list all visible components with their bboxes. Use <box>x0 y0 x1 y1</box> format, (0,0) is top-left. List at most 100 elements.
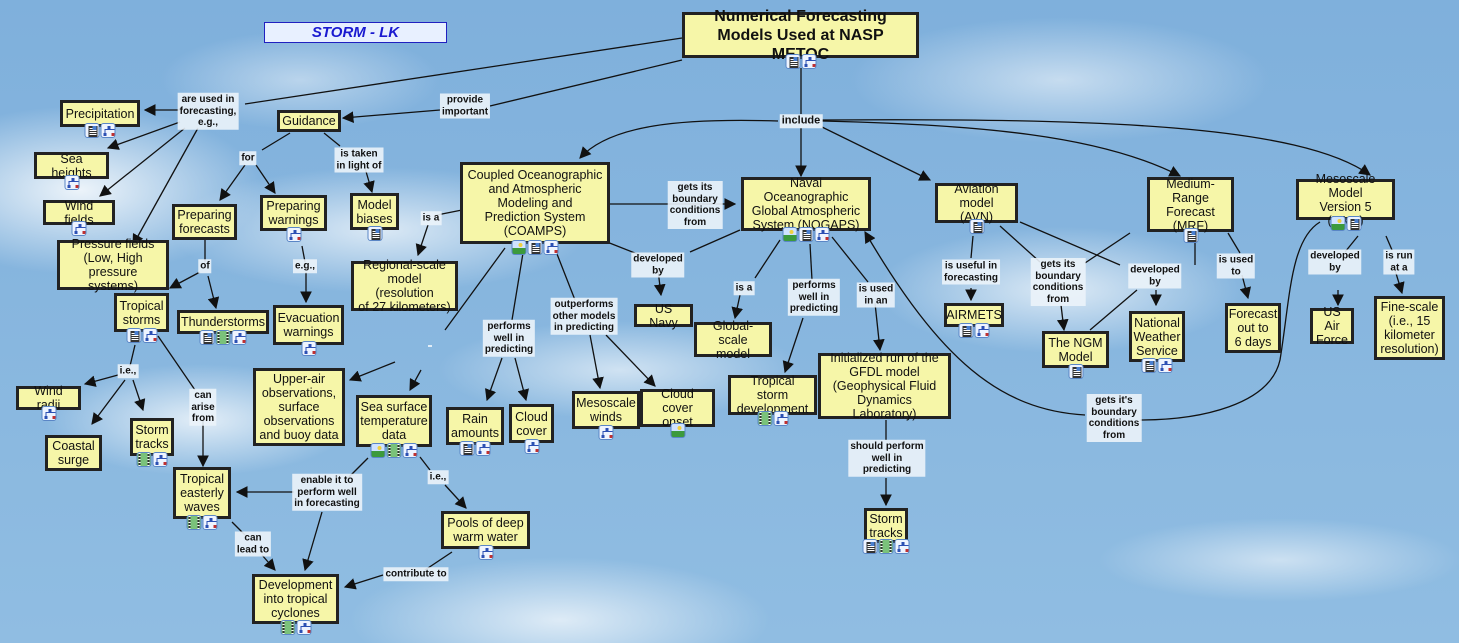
concept-map-icon[interactable] <box>524 439 539 454</box>
concept-map-icon[interactable] <box>598 425 614 440</box>
document-icon[interactable] <box>1068 364 1083 379</box>
concept-map-icon[interactable] <box>231 330 247 345</box>
node-pools-warm-water[interactable]: Pools of deep warm water <box>441 511 530 549</box>
document-icon[interactable] <box>1183 228 1198 243</box>
node-us-air-force[interactable]: US Air Force <box>1310 305 1354 347</box>
node-coastal-surge[interactable]: Coastal surge <box>45 435 102 471</box>
resource-icons-ngm <box>1068 364 1083 379</box>
concept-map-icon[interactable] <box>100 123 116 138</box>
image-icon[interactable] <box>782 227 798 242</box>
image-icon[interactable] <box>1330 216 1345 231</box>
concept-map-icon[interactable] <box>974 323 990 338</box>
resource-icons-tropical-easterly-waves <box>186 515 218 530</box>
document-icon[interactable] <box>1141 358 1157 373</box>
node-ngm[interactable]: The NGM Model <box>1042 331 1109 368</box>
concept-map-icon[interactable] <box>152 452 168 467</box>
video-icon[interactable] <box>136 452 152 467</box>
image-icon[interactable] <box>670 423 685 438</box>
node-cloud-cover-onset[interactable]: Cloud cover onset <box>640 387 715 429</box>
link-label: is taken in light of <box>334 147 384 173</box>
node-sea-heights[interactable]: Sea heights <box>34 152 109 180</box>
video-icon[interactable] <box>280 620 295 635</box>
concept-map-icon[interactable] <box>41 406 56 421</box>
video-icon[interactable] <box>186 515 202 530</box>
node-tropical-storms[interactable]: Tropical storms <box>114 293 169 332</box>
document-icon[interactable] <box>798 227 814 242</box>
node-storm-tracks-left[interactable]: Storm tracks <box>130 418 174 456</box>
document-icon[interactable] <box>84 123 100 138</box>
concept-map-icon[interactable] <box>142 328 157 343</box>
node-development-cyclones[interactable]: Development into tropical cyclones <box>252 574 339 624</box>
node-nws[interactable]: National Weather Service <box>1129 311 1185 362</box>
document-icon[interactable] <box>367 226 382 241</box>
node-guidance[interactable]: Guidance <box>277 110 341 132</box>
concept-map-icon[interactable] <box>475 441 491 456</box>
concept-map-icon[interactable] <box>296 620 311 635</box>
node-fine-scale[interactable]: Fine-scale (i.e., 15 kilometer resolutio… <box>1374 296 1445 360</box>
node-mesoscale-winds[interactable]: Mesoscale winds <box>572 391 640 429</box>
node-sea-surface-temp[interactable]: Sea surface temperature data <box>356 395 432 447</box>
node-nogaps[interactable]: Naval Oceanographic Global Atmospheric S… <box>741 176 871 232</box>
document-icon[interactable] <box>958 323 974 338</box>
node-pressure-fields[interactable]: Pressure fields (Low, High pressure syst… <box>57 237 169 293</box>
document-icon[interactable] <box>527 240 543 255</box>
node-regional-scale[interactable]: Regional-scale model (resolution of 27 k… <box>351 258 458 314</box>
video-icon[interactable] <box>878 539 894 554</box>
resource-icons-sea-heights <box>64 175 79 190</box>
concept-map-icon[interactable] <box>1157 358 1173 373</box>
node-model-biases[interactable]: Model biases <box>350 193 399 230</box>
node-wind-radii[interactable]: Wind radii <box>16 384 81 412</box>
document-icon[interactable] <box>459 441 475 456</box>
node-upper-air[interactable]: Upper-air observations, surface observat… <box>253 368 345 446</box>
node-tropical-storm-dev[interactable]: Tropical storm development <box>728 374 817 416</box>
concept-map-icon[interactable] <box>801 54 816 69</box>
node-preparing-forecasts[interactable]: Preparing forecasts <box>172 204 237 240</box>
concept-map-icon[interactable] <box>301 341 316 356</box>
node-precipitation[interactable]: Precipitation <box>60 100 140 127</box>
node-evacuation-warnings[interactable]: Evacuation warnings <box>273 305 344 345</box>
concept-map-icon[interactable] <box>402 443 418 458</box>
video-icon[interactable] <box>757 411 772 426</box>
document-icon[interactable] <box>969 219 984 234</box>
document-icon[interactable] <box>199 330 215 345</box>
document-icon[interactable] <box>862 539 878 554</box>
node-tropical-easterly-waves[interactable]: Tropical easterly waves <box>173 467 231 519</box>
resource-icons-storm-tracks-right <box>862 539 910 554</box>
node-cloud-cover[interactable]: Cloud cover <box>509 404 554 443</box>
resource-icons-mm5 <box>1330 216 1361 231</box>
node-preparing-warnings[interactable]: Preparing warnings <box>260 195 327 231</box>
link-label: enable it to perform well in forecasting <box>292 473 362 511</box>
node-avn[interactable]: Aviation model (AVN) <box>935 182 1018 224</box>
concept-map-icon[interactable] <box>286 227 301 242</box>
node-root[interactable]: Numerical Forecasting Models Used at NAS… <box>682 8 919 63</box>
resource-icons-pools-warm-water <box>478 545 493 560</box>
node-rain-amounts[interactable]: Rain amounts <box>446 407 504 445</box>
video-icon[interactable] <box>215 330 231 345</box>
node-forecast-6days[interactable]: Forecast out to 6 days <box>1225 303 1281 353</box>
document-icon[interactable] <box>1346 216 1361 231</box>
image-icon[interactable] <box>511 240 527 255</box>
concept-map-icon[interactable] <box>894 539 910 554</box>
concept-map-icon[interactable] <box>71 221 87 236</box>
node-coamps[interactable]: Coupled Oceanographic and Atmospheric Mo… <box>460 162 610 244</box>
node-airmets[interactable]: AIRMETS <box>944 303 1004 327</box>
concept-map-icon[interactable] <box>814 227 830 242</box>
concept-map-icon[interactable] <box>478 545 493 560</box>
node-mrf[interactable]: Medium-Range Forecast (MRF) <box>1147 177 1234 233</box>
node-mm5[interactable]: Mesoscale Model Version 5 (MM5) <box>1296 172 1395 228</box>
node-storm-tracks-right[interactable]: Storm tracks <box>864 508 908 543</box>
video-icon[interactable] <box>386 443 402 458</box>
concept-map-icon[interactable] <box>64 175 79 190</box>
node-gfdl[interactable]: Initialized run of the GFDL model (Geoph… <box>818 351 951 421</box>
resource-icons-avn <box>969 219 984 234</box>
node-us-navy[interactable]: US Navy <box>634 302 693 330</box>
document-icon[interactable] <box>126 328 141 343</box>
document-icon[interactable] <box>785 54 800 69</box>
link-label: are used in forecasting, e.g., <box>177 92 239 130</box>
link-label: include <box>779 114 823 128</box>
concept-map-icon[interactable] <box>773 411 788 426</box>
concept-map-icon[interactable] <box>543 240 559 255</box>
node-global-scale[interactable]: Global-scale model <box>694 319 772 361</box>
image-icon[interactable] <box>370 443 386 458</box>
concept-map-icon[interactable] <box>202 515 218 530</box>
